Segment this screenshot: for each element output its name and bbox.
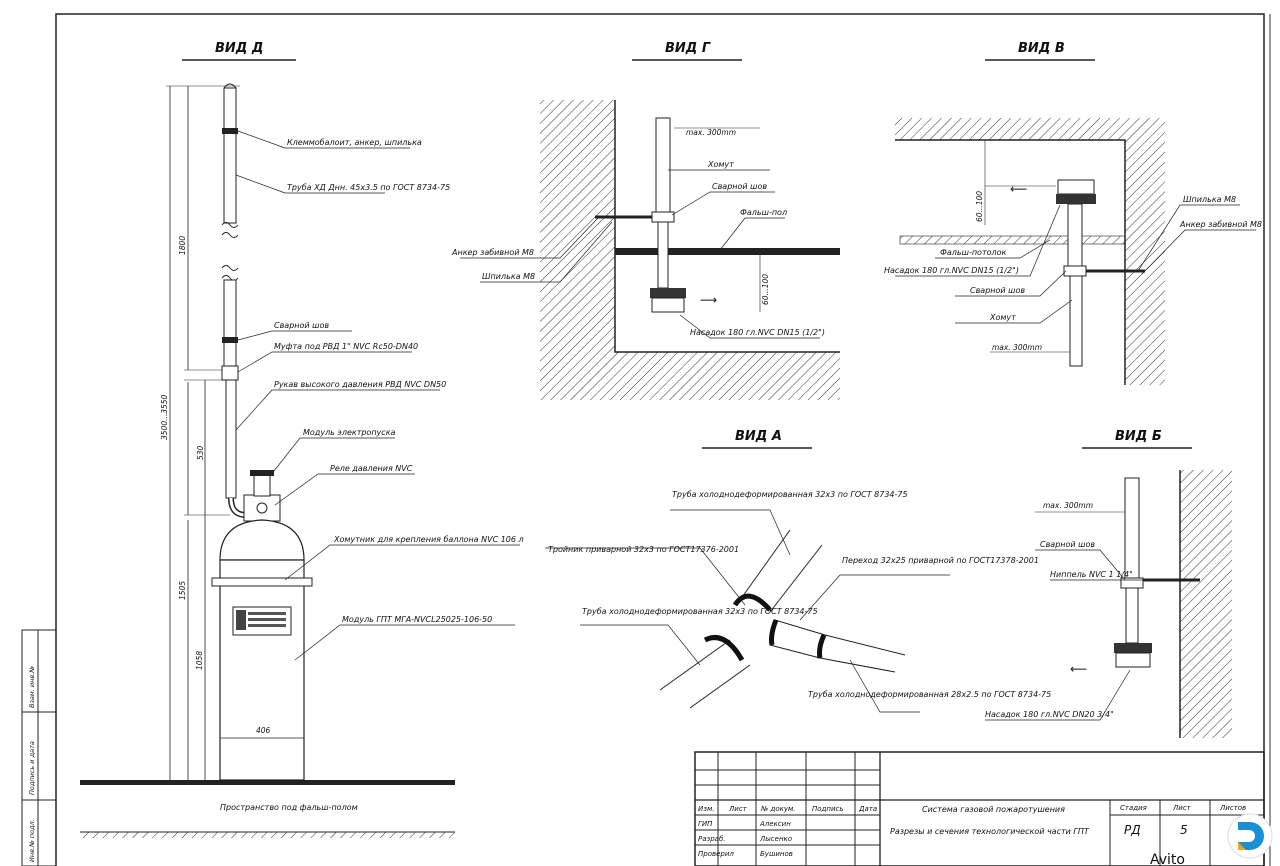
view-v: ВИД В ⟵ 60...100 max. 300mm Шпилька М8 А… bbox=[884, 41, 1262, 385]
side-stamp: Взам. инв.№ Подпись и дата Инв.№ подл. bbox=[21, 629, 57, 866]
view-b: ВИД Б ⟵ max. 300mm Сварной шов Ниппель N… bbox=[985, 429, 1232, 738]
tb-role: Разраб. bbox=[698, 835, 726, 843]
label-clamp: Клеммобалоит, анкер, шпилька bbox=[287, 138, 422, 147]
g-weld: Сварной шов bbox=[712, 182, 767, 191]
label-hose: Рукав высокого давления РВД NVC DN50 bbox=[274, 380, 446, 389]
title-block bbox=[694, 751, 1265, 866]
v-max: max. 300mm bbox=[992, 343, 1042, 352]
b-max: max. 300mm bbox=[1043, 501, 1093, 510]
dim-base: 1058 bbox=[195, 651, 204, 670]
g-collar: Хомут bbox=[707, 160, 734, 169]
tb-name: Лысенко bbox=[759, 835, 792, 843]
a-pipe-top: Труба холоднодеформированная 32х3 по ГОС… bbox=[672, 490, 908, 499]
tb-sheet-title: Разрезы и сечения технологической части … bbox=[890, 827, 1090, 836]
dim-total: 3500...3550 bbox=[160, 394, 169, 440]
tb-name: Алексин bbox=[759, 820, 791, 828]
dim-width: 406 bbox=[256, 726, 271, 735]
g-max: max. 300mm bbox=[686, 128, 736, 137]
tb-stage: РД bbox=[1124, 823, 1141, 837]
flow-arrow: ⟵ bbox=[1010, 182, 1027, 196]
flow-arrow: ⟵ bbox=[1070, 662, 1087, 676]
view-b-title: ВИД Б bbox=[1115, 429, 1162, 444]
a-pipe-right: Труба холоднодеформированная 28х2.5 по Г… bbox=[808, 690, 1051, 699]
label-weld: Сварной шов bbox=[274, 321, 329, 330]
view-a: ВИД А Труба холоднодеформированная 32х3 … bbox=[545, 429, 1051, 713]
dim-mid: 530 bbox=[196, 445, 205, 460]
v-collar: Хомут bbox=[989, 313, 1016, 322]
label-coupling: Муфта под РВД 1" NVC Rc50-DN40 bbox=[274, 342, 418, 351]
v-false-ceiling: Фальш-потолок bbox=[940, 248, 1007, 257]
g-raised-floor: Фальш-пол bbox=[740, 208, 787, 217]
a-reducer: Переход 32х25 приварной по ГОСТ17378-200… bbox=[842, 556, 1039, 565]
label-pipe: Труба ХД Днн. 45х3.5 по ГОСТ 8734-75 bbox=[287, 183, 450, 192]
label-module: Модуль ГПТ МГА-NVCL25025-106-50 bbox=[342, 615, 492, 624]
tb-header: Подпись bbox=[812, 805, 844, 813]
v-anchor: Анкер забивной М8 bbox=[1179, 220, 1262, 229]
tb-header: Дата bbox=[858, 805, 877, 813]
tb-system: Система газовой пожаротушения bbox=[922, 805, 1065, 814]
v-stud: Шпилька М8 bbox=[1183, 195, 1236, 204]
a-tee: Тройник приварной 32х3 по ГОСТ17376-2001 bbox=[548, 545, 739, 554]
tb-header: № докум. bbox=[760, 805, 796, 813]
a-pipe-left: Труба холоднодеформированная 32х3 по ГОС… bbox=[582, 607, 818, 616]
tb-sheet-no: 5 bbox=[1180, 823, 1188, 837]
watermark-logo: Avito bbox=[1150, 813, 1273, 866]
side-stamp-item: Взам. инв.№ bbox=[28, 666, 36, 708]
b-weld: Сварной шов bbox=[1040, 540, 1095, 549]
view-d: ВИД Д 3500...3550 1800 530 1505 1058 bbox=[80, 41, 524, 838]
view-a-title: ВИД А bbox=[735, 429, 782, 444]
g-stud: Шпилька М8 bbox=[482, 272, 535, 281]
v-dim: 60...100 bbox=[975, 191, 984, 222]
label-bracket: Хомутник для крепления баллона NVC 106 л bbox=[333, 535, 524, 544]
tb-role: ГИП bbox=[698, 820, 713, 828]
floor-label: Пространство под фальш-полом bbox=[220, 803, 358, 812]
sheet-frame bbox=[55, 13, 1265, 866]
side-stamp-item: Подпись и дата bbox=[28, 741, 36, 795]
flow-arrow: ⟶ bbox=[700, 293, 717, 307]
view-g: ВИД Г ⟶ max. 300mm 60...100 Хомут Сварно… bbox=[451, 41, 840, 400]
label-actuator: Модуль электропуска bbox=[303, 428, 396, 437]
tb-sheet-label: Лист bbox=[1172, 804, 1192, 812]
g-dim: 60...100 bbox=[761, 274, 770, 305]
view-g-title: ВИД Г bbox=[665, 41, 711, 56]
side-stamp-item: Инв.№ подл. bbox=[28, 819, 36, 862]
b-nipple: Ниппель NVC 1 1/4" bbox=[1050, 570, 1133, 579]
v-nozzle: Насадок 180 гл.NVC DN15 (1/2") bbox=[884, 266, 1019, 275]
tb-role: Проверил bbox=[698, 850, 734, 858]
dim-lower: 1505 bbox=[178, 581, 187, 600]
tb-stage-label: Стадия bbox=[1120, 804, 1147, 812]
tb-header: Изм. bbox=[698, 805, 714, 813]
g-nozzle: Насадок 180 гл.NVC DN15 (1/2") bbox=[690, 328, 825, 337]
title-block-text: Изм. Лист № докум. Подпись Дата ГИП Разр… bbox=[698, 804, 1246, 858]
dim-upper: 1800 bbox=[178, 236, 187, 255]
b-nozzle: Насадок 180 гл.NVC DN20 3/4" bbox=[985, 710, 1114, 719]
g-anchor: Анкер забивной М8 bbox=[451, 248, 534, 257]
watermark-text: Avito bbox=[1150, 852, 1185, 866]
tb-header: Лист bbox=[728, 805, 748, 813]
view-d-title: ВИД Д bbox=[215, 41, 263, 56]
tb-name: Бушинов bbox=[760, 850, 793, 858]
v-weld: Сварной шов bbox=[970, 286, 1025, 295]
view-v-title: ВИД В bbox=[1018, 41, 1065, 56]
label-pressure-relay: Реле давления NVC bbox=[330, 464, 413, 473]
tb-sheets-label: Листов bbox=[1219, 804, 1246, 812]
